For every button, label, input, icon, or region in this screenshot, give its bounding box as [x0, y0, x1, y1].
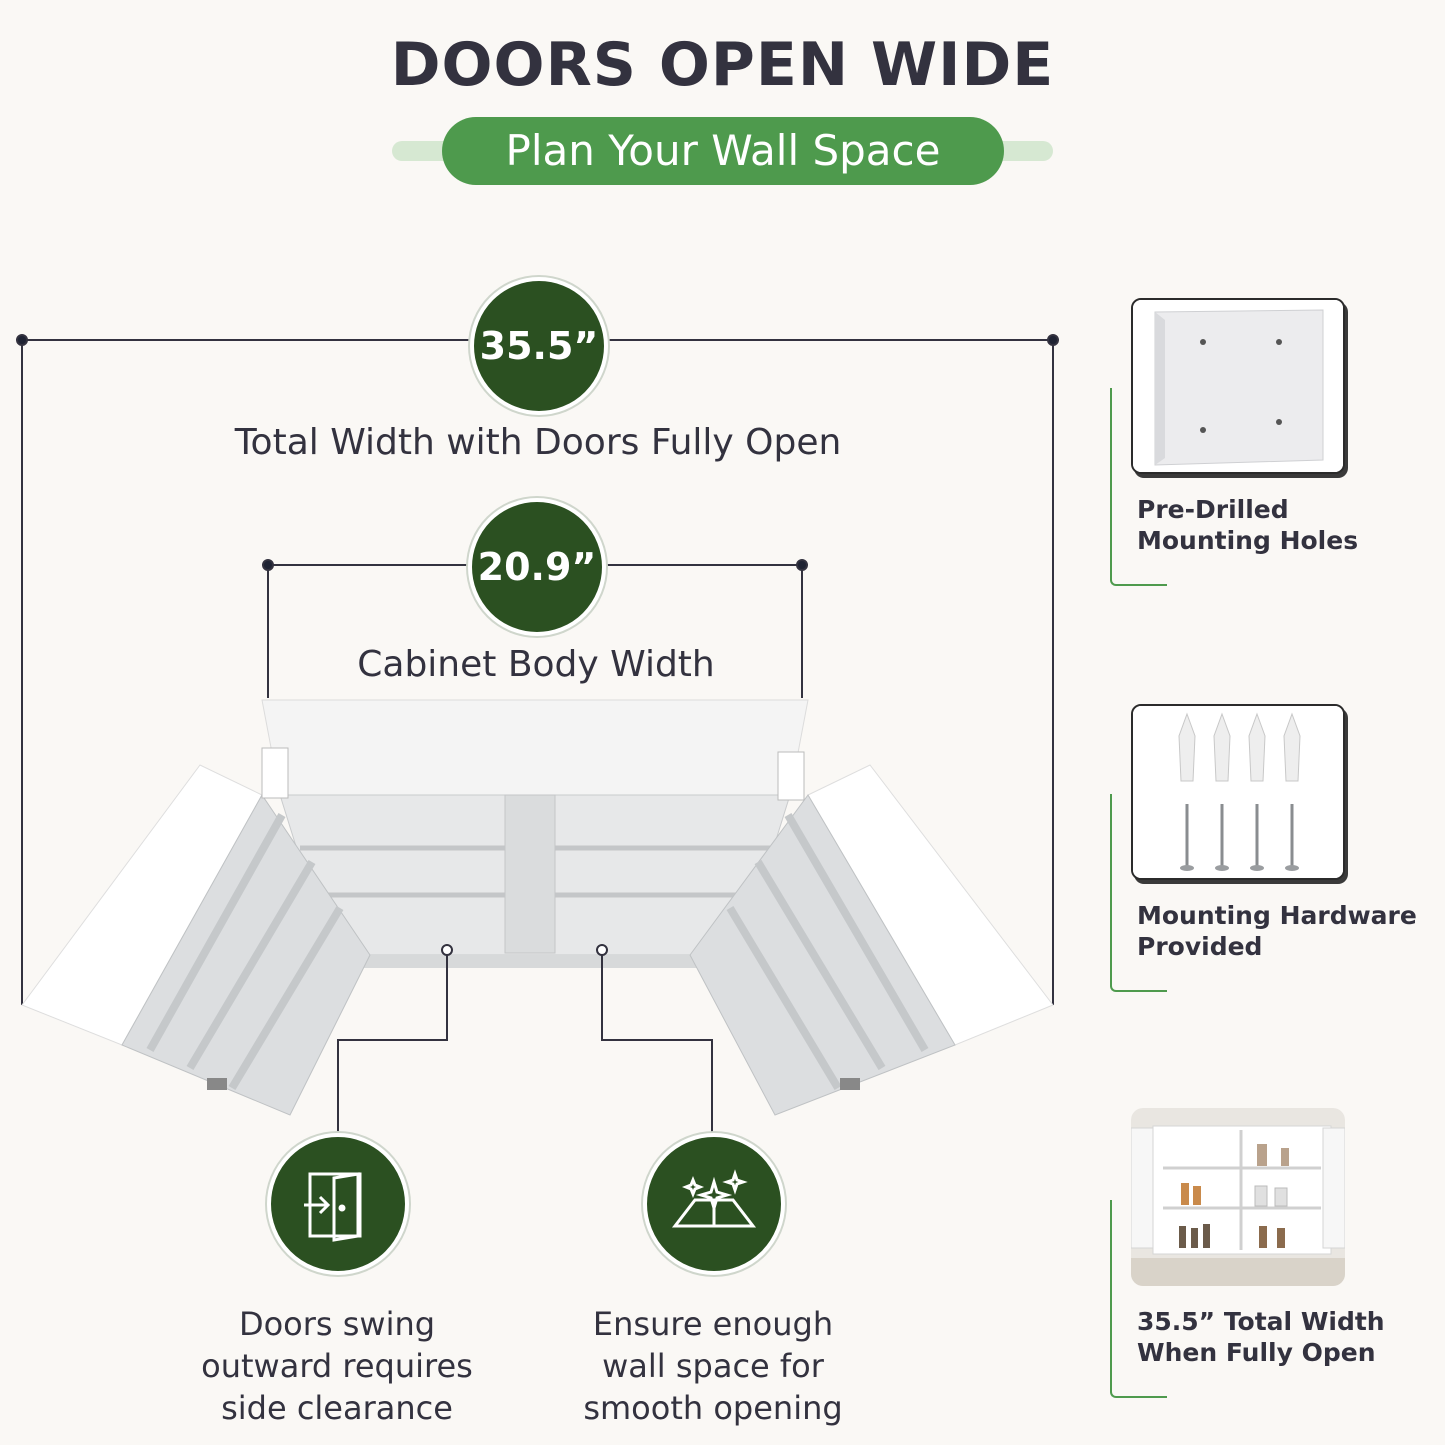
side-label-line: 35.5” Total Width: [1137, 1307, 1385, 1336]
feature-text-line: wall space for: [602, 1347, 824, 1385]
feature-text-line: Ensure enough: [592, 1305, 834, 1343]
side-label-hardware: Mounting Hardware Provided: [1137, 900, 1437, 962]
installed-cabinet-photo: [1131, 1108, 1345, 1286]
side-bracket: [1110, 388, 1167, 586]
sparkle-surface-icon: [643, 1133, 785, 1275]
anchors-and-screws-photo: [1131, 704, 1345, 880]
side-label-line: Mounting Hardware: [1137, 901, 1417, 930]
total-width-badge: 35.5”: [470, 277, 608, 415]
subtitle-pill: Plan Your Wall Space: [442, 117, 1004, 185]
callout-leaders: [337, 944, 713, 1135]
door-exit-icon: [267, 1133, 409, 1275]
cabinet-illustration: [21, 699, 1054, 1116]
side-label-line: Mounting Holes: [1137, 526, 1359, 555]
feature-text-clearance: Doors swing outward requires side cleara…: [167, 1303, 507, 1429]
total-width-label: Total Width with Doors Fully Open: [234, 422, 842, 463]
body-width-badge: 20.9”: [468, 498, 606, 636]
side-bracket: [1110, 794, 1167, 992]
cabinet-back-photo: [1131, 298, 1345, 474]
feature-text-wall-space: Ensure enough wall space for smooth open…: [543, 1303, 883, 1429]
feature-text-line: side clearance: [221, 1389, 453, 1427]
feature-text-line: outward requires: [201, 1347, 473, 1385]
side-label-line: Pre-Drilled: [1137, 495, 1289, 524]
side-label-total-width: 35.5” Total Width When Fully Open: [1137, 1306, 1437, 1368]
side-label-line: Provided: [1137, 932, 1263, 961]
feature-text-line: smooth opening: [583, 1389, 843, 1427]
page-title: DOORS OPEN WIDE: [390, 30, 1055, 100]
feature-text-line: Doors swing: [238, 1305, 436, 1343]
body-width-label: Cabinet Body Width: [357, 644, 715, 685]
side-label-mounting-holes: Pre-Drilled Mounting Holes: [1137, 494, 1437, 556]
side-label-line: When Fully Open: [1137, 1338, 1376, 1367]
side-bracket: [1110, 1200, 1167, 1398]
